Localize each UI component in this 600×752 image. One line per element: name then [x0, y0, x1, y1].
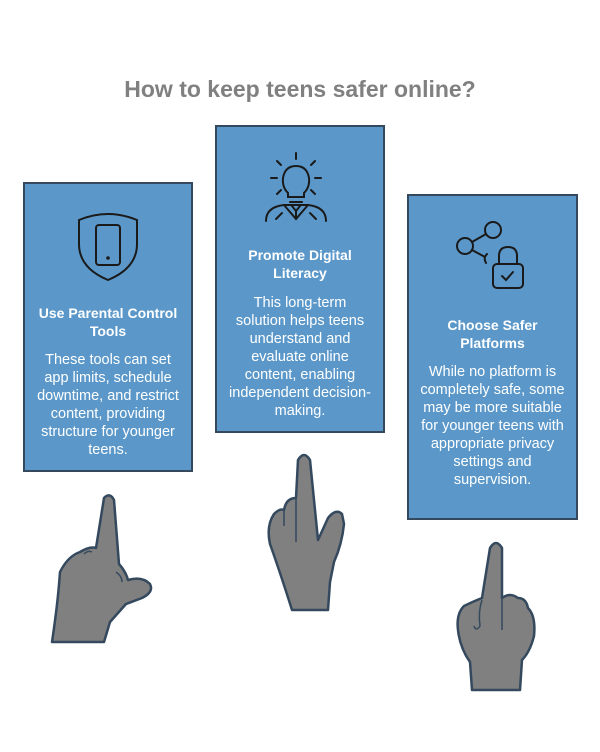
card-body: These tools can set app limits, schedule… — [37, 352, 179, 458]
lightbulb-person-icon — [217, 149, 383, 225]
card-digital-literacy: Promote Digital Literacy This long-term … — [215, 125, 385, 433]
shield-phone-icon — [25, 210, 191, 284]
card-heading: Promote Digital Literacy — [248, 247, 352, 281]
pointing-hand-icon — [267, 453, 346, 612]
card-body: While no platform is completely safe, so… — [420, 364, 565, 488]
card-heading: Use Parental Control Tools — [38, 305, 178, 339]
card-heading: Choose Safer Platforms — [447, 317, 538, 351]
pointing-hand-icon — [50, 494, 153, 644]
card-parental-control: Use Parental Control Tools These tools c… — [23, 182, 193, 472]
pointing-hand-icon — [456, 541, 536, 692]
share-lock-icon — [409, 220, 576, 292]
card-body: This long-term solution helps teens unde… — [229, 295, 371, 419]
page-title: How to keep teens safer online? — [124, 76, 476, 102]
card-safer-platforms: Choose Safer Platforms While no platform… — [407, 194, 578, 520]
